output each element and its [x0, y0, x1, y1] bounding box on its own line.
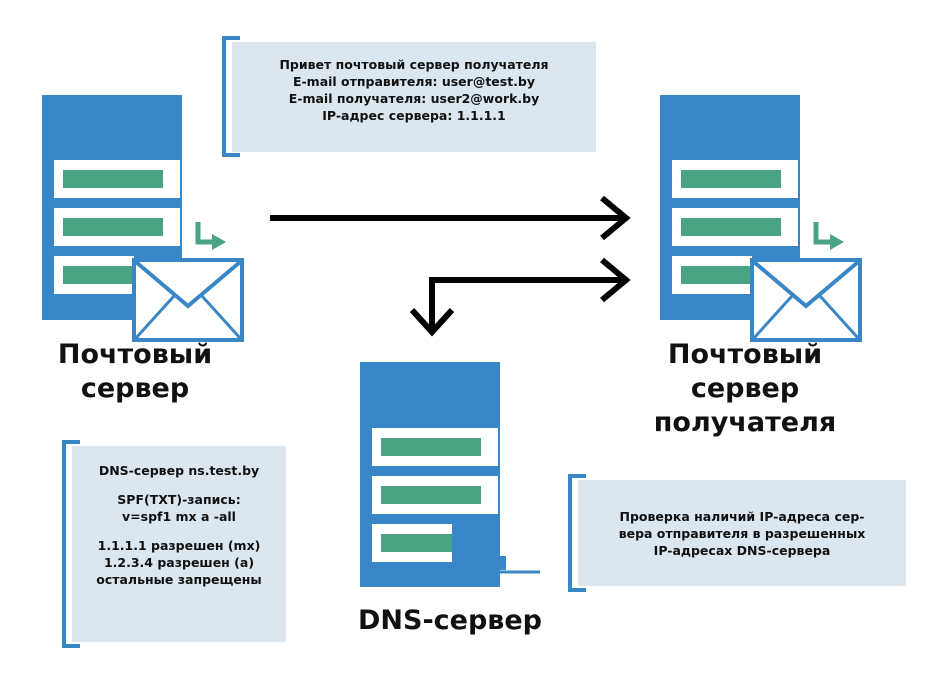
dns-server-icon: [360, 362, 500, 587]
check-line: IP-адресах DNS-сервера: [653, 543, 831, 558]
greeting-note: Привет почтовый сервер получателя E-mail…: [232, 42, 596, 152]
receiver-envelope-icon: [750, 258, 862, 342]
sender-label-line: Почтовый: [57, 339, 213, 370]
dns-note-bracket: [62, 440, 80, 648]
greeting-line: E-mail отправителя: user@test.by: [292, 74, 536, 89]
receiver-forward-arrow-icon: [813, 222, 844, 250]
sender-forward-arrow-icon: [195, 222, 226, 250]
check-note: Проверка наличий IP-адреса сер- вера отп…: [578, 480, 906, 586]
receiver-server-icon: [660, 95, 800, 320]
dns-record-line: SPF(TXT)-запись:: [117, 492, 241, 507]
check-line: вера отправителя в разрешенных: [618, 526, 866, 541]
receiver-server-label: Почтовый сервер получателя: [640, 338, 850, 440]
dns-label-line: DNS-сервер: [357, 605, 543, 636]
receiver-label-line: Почтовый: [667, 339, 823, 370]
sender-envelope-icon: [132, 258, 244, 342]
send-arrow: [270, 195, 631, 241]
sender-server-label: Почтовый сервер: [40, 338, 230, 406]
receiver-label-line: получателя: [653, 407, 837, 438]
dns-record-line: 1.2.3.4 разрешен (a): [103, 555, 255, 570]
check-note-bracket: [568, 474, 586, 592]
dns-record-line: 1.1.1.1 разрешен (mx): [97, 538, 261, 553]
dns-record-line: DNS-сервер ns.test.by: [98, 463, 260, 478]
greeting-line: Привет почтовый сервер получателя: [279, 57, 549, 72]
sender-label-line: сервер: [80, 373, 190, 404]
check-line: Проверка наличий IP-адреса сер-: [619, 509, 865, 524]
greeting-line: E-mail получателя: user2@work.by: [288, 91, 540, 106]
dns-record-note: DNS-сервер ns.test.by SPF(TXT)-запись: v…: [72, 446, 286, 642]
dns-record-line: v=spf1 mx a -all: [122, 509, 236, 524]
dns-record-line: остальные запрещены: [96, 572, 262, 587]
network-connector-icon: [458, 544, 540, 574]
greeting-line: IP-адрес сервера: 1.1.1.1: [322, 108, 506, 123]
sender-server-icon: [42, 95, 182, 320]
dns-query-arrow: [409, 257, 631, 337]
receiver-label-line: сервер: [690, 373, 800, 404]
dns-server-label: DNS-сервер: [330, 604, 570, 638]
greeting-note-bracket: [222, 36, 240, 157]
